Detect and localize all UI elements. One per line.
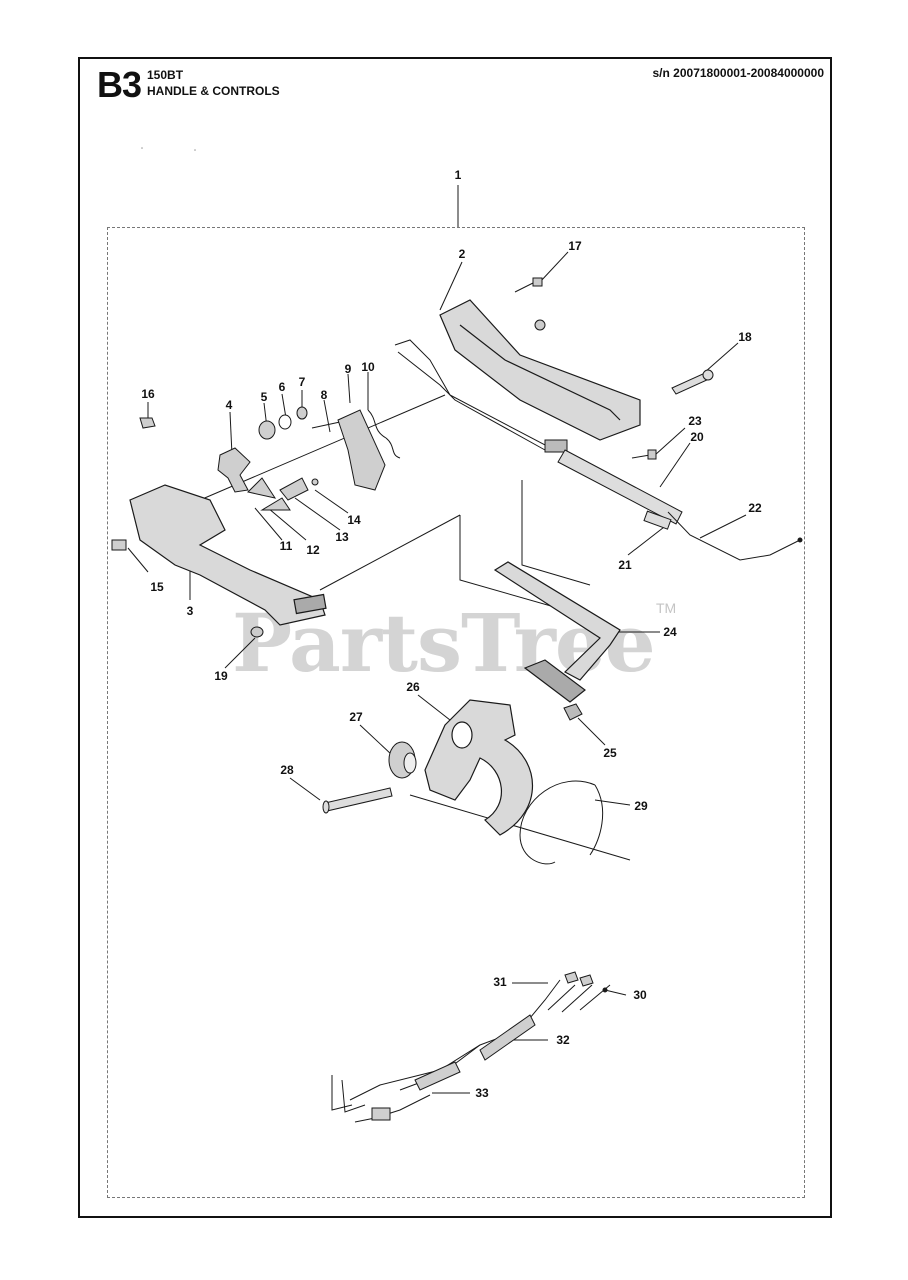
callout-1: 1 xyxy=(454,168,462,182)
callout-10: 10 xyxy=(361,360,375,374)
callout-30: 30 xyxy=(633,988,647,1002)
callout-20: 20 xyxy=(690,430,704,444)
callout-14: 14 xyxy=(347,513,361,527)
callout-21: 21 xyxy=(618,558,632,572)
callout-32: 32 xyxy=(556,1033,570,1047)
callout-15: 15 xyxy=(150,580,164,594)
callout-26: 26 xyxy=(406,680,420,694)
callout-18: 18 xyxy=(738,330,752,344)
callout-4: 4 xyxy=(225,398,233,412)
handle-assembly-dashed-box xyxy=(107,227,805,1198)
callout-7: 7 xyxy=(298,375,306,389)
callout-23: 23 xyxy=(688,414,702,428)
callout-6: 6 xyxy=(278,380,286,394)
watermark-trademark: TM xyxy=(656,600,677,616)
callout-19: 19 xyxy=(214,669,228,683)
callout-8: 8 xyxy=(320,388,328,402)
callout-24: 24 xyxy=(663,625,677,639)
callout-17: 17 xyxy=(568,239,582,253)
callout-33: 33 xyxy=(475,1086,489,1100)
callout-12: 12 xyxy=(306,543,320,557)
model-number: 150BT xyxy=(147,68,184,82)
callout-16: 16 xyxy=(141,387,155,401)
callout-5: 5 xyxy=(260,390,268,404)
callout-11: 11 xyxy=(279,539,293,553)
serial-range: s/n 20071800001-20084000000 xyxy=(652,66,825,80)
callout-25: 25 xyxy=(603,746,617,760)
callout-13: 13 xyxy=(335,530,349,544)
callout-9: 9 xyxy=(344,362,352,376)
callout-31: 31 xyxy=(493,975,507,989)
section-title: HANDLE & CONTROLS xyxy=(147,84,280,98)
callout-2: 2 xyxy=(458,247,466,261)
callout-28: 28 xyxy=(280,763,294,777)
parts-sheet-border xyxy=(78,57,832,1218)
callout-29: 29 xyxy=(634,799,648,813)
callout-22: 22 xyxy=(748,501,762,515)
callout-3: 3 xyxy=(186,604,194,618)
callout-27: 27 xyxy=(349,710,363,724)
section-code: B3 xyxy=(97,64,142,105)
